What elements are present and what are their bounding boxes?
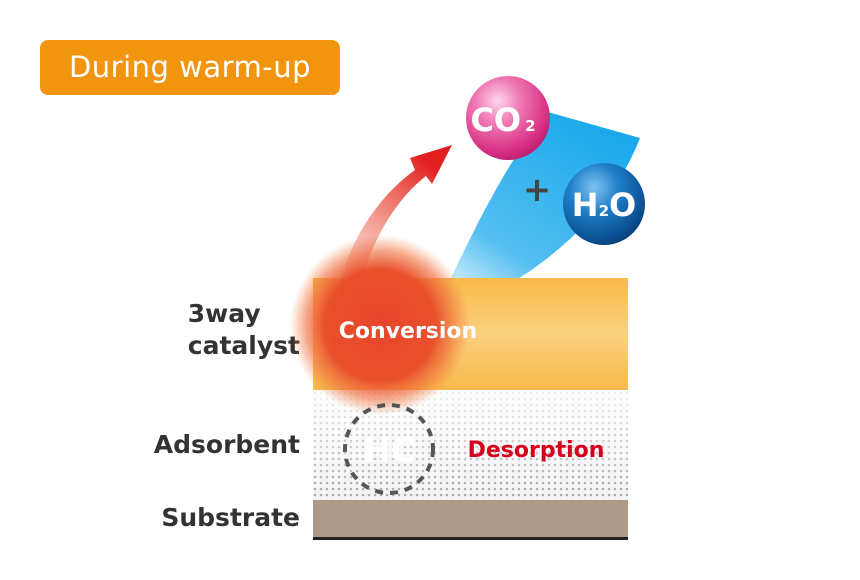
substrate-baseline (313, 537, 628, 540)
h2o-label: H2O (572, 186, 636, 224)
h2o-molecule (563, 163, 645, 245)
adsorbent-label: Adsorbent (153, 430, 300, 459)
plus-sign: + (523, 170, 552, 210)
conversion-arrow (338, 145, 452, 296)
catalyst-label-line2: catalyst (187, 331, 300, 360)
substrate-label: Substrate (161, 503, 300, 532)
catalyst-label: 3way catalyst (188, 298, 300, 362)
catalyst-label-line1: 3way (187, 299, 261, 328)
desorption-label: Desorption (468, 438, 605, 463)
co2-main: CO (470, 101, 521, 139)
hc-label: HC (362, 431, 415, 471)
h2o-o: O (609, 186, 636, 224)
co2-molecule (466, 76, 550, 160)
exhaust-stream (440, 112, 640, 305)
co2-subscript: 2 (525, 117, 535, 135)
h2o-subscript: 2 (599, 202, 609, 220)
conversion-label: Conversion (339, 319, 477, 344)
warm-up-badge: During warm-up (40, 40, 340, 95)
hc-molecule (343, 403, 435, 495)
conversion-glow (290, 235, 470, 415)
h2o-h: H (572, 186, 599, 224)
substrate-layer (313, 500, 628, 538)
